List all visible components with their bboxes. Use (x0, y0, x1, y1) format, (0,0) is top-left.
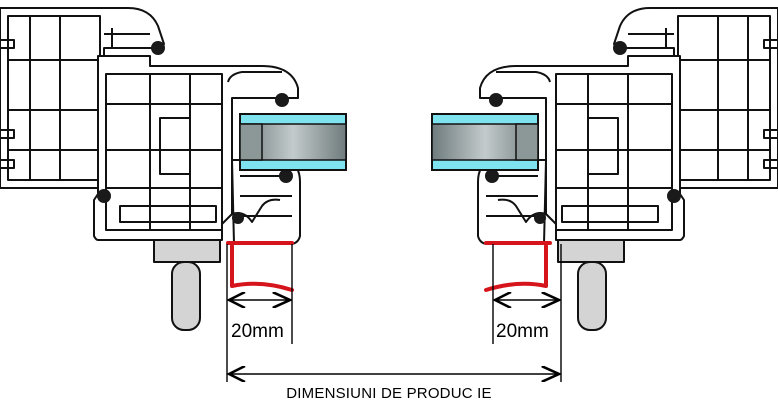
right-dimension-label: 20mm (496, 321, 549, 342)
production-dimension-caption: DIMENSIUNI DE PRODUC IE (286, 385, 491, 402)
left-glass-unit (239, 113, 347, 171)
left-dimension-label: 20mm (231, 321, 284, 342)
left-red-clip (226, 241, 294, 292)
right-window-profile (431, 7, 778, 331)
left-window-profile (0, 7, 347, 331)
